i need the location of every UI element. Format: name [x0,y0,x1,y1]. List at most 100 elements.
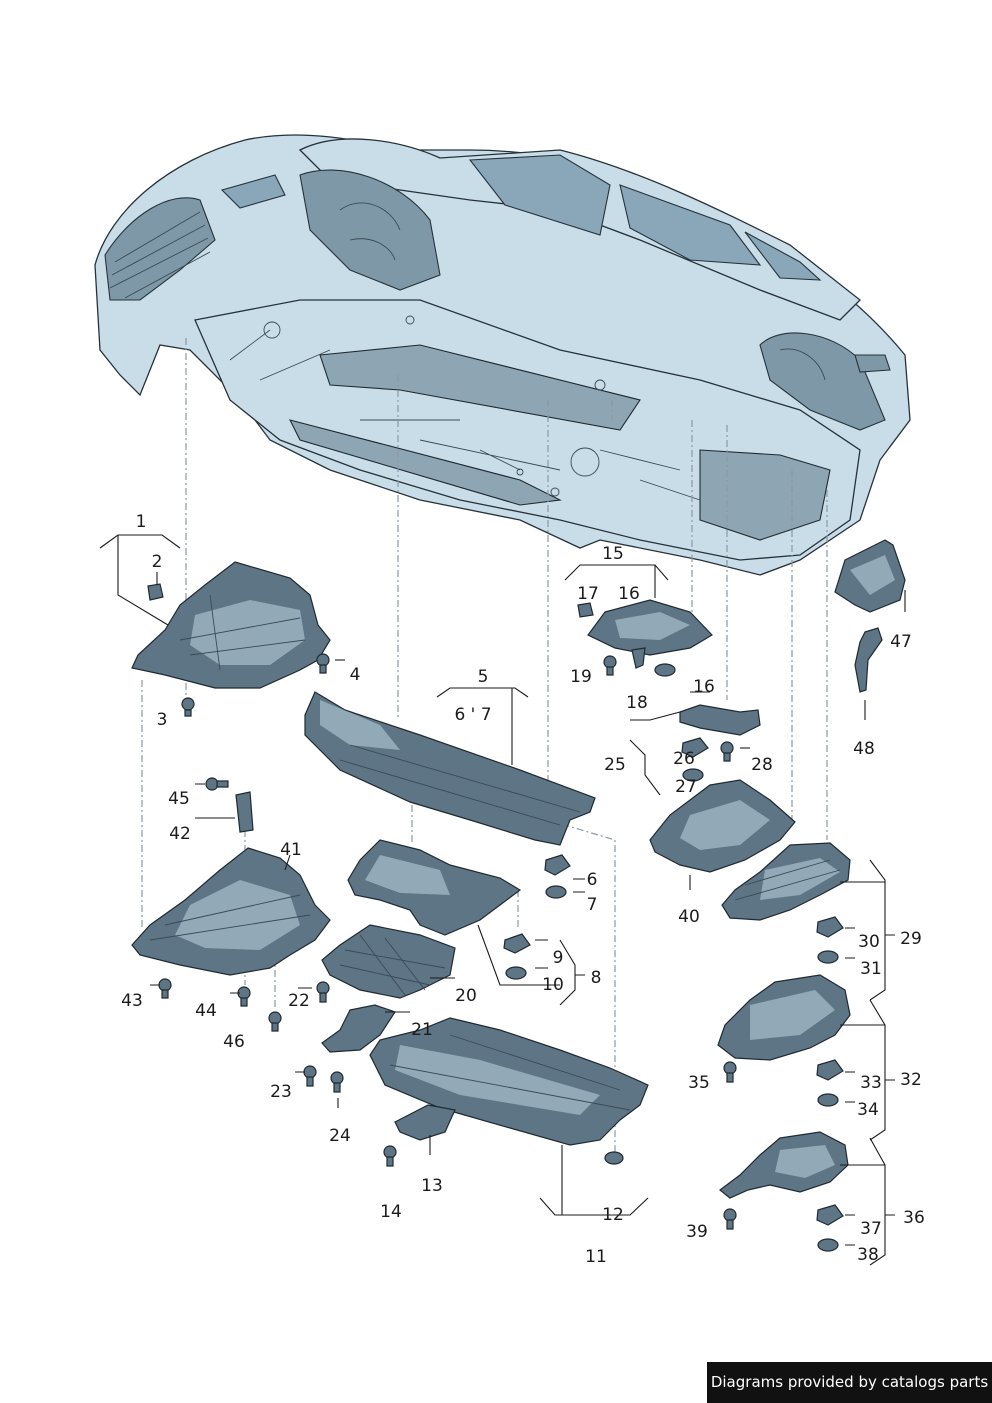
callout-30: 30 [858,932,880,952]
callout-8: 8 [591,968,602,988]
callout-16a: 16 [618,584,640,604]
part-37-retainer [816,1204,844,1226]
callout-33: 33 [860,1073,882,1093]
part-39-bolt [723,1208,737,1230]
callout-41: 41 [280,840,302,860]
callout-47: 47 [890,632,912,652]
part-21-bracket [321,1004,396,1053]
part-24-bolt [330,1071,344,1093]
callout-28: 28 [751,755,773,775]
callout-17: 17 [577,584,599,604]
callout-15: 15 [602,544,624,564]
callout-46: 46 [223,1032,245,1052]
callout-40: 40 [678,907,700,927]
part-3-bolt [181,697,195,717]
part-41-underbody-cover [131,847,331,976]
callout-27: 27 [675,777,697,797]
callout-7: 7 [587,895,598,915]
part-45-bolt [205,777,229,791]
callout-5: 5 [478,667,489,687]
part-15-cover [587,599,713,656]
callout-37: 37 [860,1219,882,1239]
part-19-bolt [603,655,617,676]
callout-42: 42 [169,824,191,844]
part-35-bolt [723,1061,737,1083]
part-13-bracket [394,1104,456,1141]
callout-1: 1 [136,512,147,532]
callout-18: 18 [626,693,648,713]
part-1-engine-undertray [131,561,331,689]
callout-6-7: 6 ' 7 [454,705,491,725]
part-8-heat-shield [347,839,522,936]
callout-26: 26 [673,749,695,769]
part-5-underbody-panel [304,691,596,846]
callout-19: 19 [570,667,592,687]
callout-16b: 16 [693,677,715,697]
part-38-nut [817,1238,839,1252]
assembly-guide-lines [141,338,828,1160]
leader-lines [99,534,906,1266]
callout-45: 45 [168,789,190,809]
callout-34: 34 [857,1100,879,1120]
part-22-bolt [316,981,330,1003]
part-10-nut [505,966,527,980]
part-17-clip [577,602,594,618]
part-23-bolt [303,1065,317,1087]
part-28-bolt [720,741,734,762]
part-42-bracket [235,791,254,833]
callout-2: 2 [152,552,163,572]
callout-31: 31 [860,959,882,979]
part-16-nut [654,663,676,677]
part-25-bracket [679,704,761,736]
callout-12: 12 [602,1205,624,1225]
callout-48: 48 [853,739,875,759]
part-6-retainer [544,854,571,876]
callout-10: 10 [542,975,564,995]
part-27-nut [682,768,704,782]
callout-14: 14 [380,1202,402,1222]
callout-23: 23 [270,1082,292,1102]
part-36-rear-shield [719,1131,849,1199]
part-7-nut [545,885,567,899]
callout-32: 32 [900,1070,922,1090]
part-31-nut [817,950,839,964]
part-11-rear-underbody-panel [369,1017,649,1146]
car-body-illustration [94,134,911,576]
part-30-retainer [816,916,844,938]
part-2-clip [147,583,164,601]
part-44-bolt [237,986,251,1007]
callout-24: 24 [329,1126,351,1146]
callout-3: 3 [157,710,168,730]
callout-21: 21 [411,1020,433,1040]
part-29-heat-shield [721,842,851,921]
part-20-skid-plate [321,924,456,999]
callout-11: 11 [585,1247,607,1267]
part-33-retainer [816,1059,844,1081]
callout-labels: 1 2 3 4 5 6 ' 7 6 7 8 9 10 11 12 13 14 1… [121,512,925,1267]
callout-6: 6 [587,870,598,890]
footer-credit-banner: Diagrams provided by catalogs parts [707,1362,992,1403]
callout-29: 29 [900,929,922,949]
part-9-retainer [503,933,531,954]
part-48-side-trim [854,627,883,693]
part-14-bolt [383,1145,397,1167]
callout-44: 44 [195,1001,217,1021]
part-4-bolt [316,653,330,674]
callout-35: 35 [688,1073,710,1093]
callout-38: 38 [857,1245,879,1265]
part-34-nut [817,1093,839,1107]
callout-25: 25 [604,755,626,775]
callout-36: 36 [903,1208,925,1228]
callout-9: 9 [553,948,564,968]
part-26-retainer [681,737,709,758]
part-47-side-trim [834,539,906,613]
callout-20: 20 [455,986,477,1006]
callout-39: 39 [686,1222,708,1242]
callout-4: 4 [350,665,361,685]
part-43-bolt [158,978,172,999]
part-32-silencer-shield [717,974,851,1061]
callout-43: 43 [121,991,143,1011]
callout-22: 22 [288,991,310,1011]
part-46-bolt [268,1011,282,1032]
